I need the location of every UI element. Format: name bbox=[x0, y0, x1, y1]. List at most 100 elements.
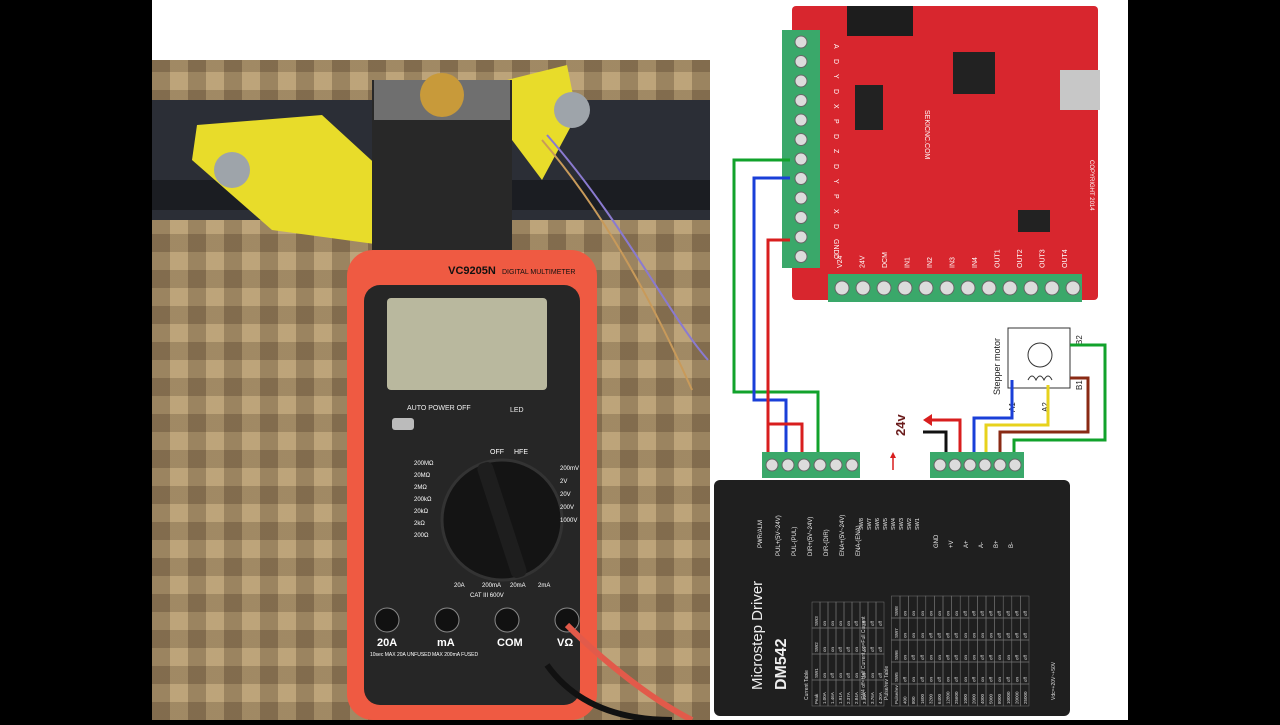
bottom-terminal-label: V24 bbox=[837, 255, 844, 268]
port-note-ma: MAX 200mA FUSED bbox=[432, 652, 479, 658]
dial-knob[interactable] bbox=[476, 460, 528, 579]
wire-green-signal bbox=[732, 158, 820, 452]
current-table-cell: on bbox=[830, 620, 835, 626]
pulse-table-cell: off bbox=[1023, 654, 1028, 660]
wire-b2-green bbox=[1012, 343, 1107, 452]
driver-ic bbox=[855, 85, 883, 130]
pulse-table-cell: 25000 bbox=[1023, 691, 1028, 704]
input-port[interactable] bbox=[434, 607, 460, 633]
pulse-table-cell: 1600 bbox=[920, 693, 925, 704]
terminal-screw bbox=[765, 458, 779, 472]
power-label: A- bbox=[979, 542, 985, 548]
wire-blue-signal bbox=[752, 176, 790, 452]
terminal-screw bbox=[993, 458, 1007, 472]
terminal-screw bbox=[978, 458, 992, 472]
terminal-screw bbox=[794, 35, 808, 49]
switch-label: SW3 bbox=[899, 518, 905, 530]
pulse-table: Pulse/revSW5SW6SW7SW8400offononon800onof… bbox=[891, 595, 1030, 707]
pulse-table-cell: off bbox=[989, 610, 994, 616]
pulse-table-cell: off bbox=[1006, 632, 1011, 638]
signal-label: PUL-(PUL) bbox=[792, 527, 798, 556]
pulse-table-cell: on bbox=[997, 676, 1002, 682]
pulse-table-cell: on bbox=[971, 632, 976, 638]
dcv-range-label: 200V bbox=[560, 505, 574, 511]
current-table-cell: off bbox=[870, 620, 875, 626]
terminal-screw bbox=[855, 280, 871, 296]
wire-red-signal-2 bbox=[768, 422, 804, 452]
ohm-range-label: 20MΩ bbox=[414, 473, 431, 479]
current-table-cell: on bbox=[822, 620, 827, 626]
left-terminal-label: Z bbox=[832, 149, 839, 154]
pulse-table-cell: 5000 bbox=[989, 693, 994, 704]
pulse-table-cell: on bbox=[928, 610, 933, 616]
current-table: PeakSW1SW2SW31.00Aononon1.46Aoffonon1.91… bbox=[811, 601, 885, 707]
pulse-table-cell: off bbox=[1023, 676, 1028, 682]
bottom-terminal-label: DCM bbox=[882, 252, 889, 268]
terminal-screw bbox=[948, 458, 962, 472]
pulse-table-cell: off bbox=[963, 610, 968, 616]
current-table-cell: on bbox=[854, 646, 859, 652]
ohm-range-label: 200kΩ bbox=[414, 497, 432, 503]
pulse-table-cell: 12800 bbox=[946, 691, 951, 704]
pulse-table-cell: on bbox=[937, 654, 942, 660]
pulse-table-cell: 6400 bbox=[937, 693, 942, 704]
red-probe-lead bbox=[564, 622, 694, 720]
terminal-screw bbox=[794, 74, 808, 88]
left-terminal-label: Y bbox=[832, 74, 839, 79]
switch-label: SW6 bbox=[875, 518, 881, 530]
optocoupler-ic bbox=[1018, 210, 1050, 232]
cat-rating: CAT III 600V bbox=[470, 593, 504, 599]
left-terminal-label: D bbox=[832, 254, 839, 259]
pulse-table-cell: off bbox=[1014, 632, 1019, 638]
current-table-title: Current Table bbox=[804, 670, 810, 700]
current-table-cell: on bbox=[838, 620, 843, 626]
pulse-table-cell: SW6 bbox=[894, 650, 899, 660]
motor-label: Stepper motor bbox=[992, 338, 1002, 395]
current-table-cell: on bbox=[870, 672, 875, 678]
current-range-label: 20A bbox=[454, 583, 465, 589]
ohm-range-label: 200MΩ bbox=[414, 461, 434, 467]
pulse-table-cell: on bbox=[963, 632, 968, 638]
terminal-screw bbox=[963, 458, 977, 472]
pulse-table-cell: off bbox=[980, 610, 985, 616]
bottom-terminal-label: OUT2 bbox=[1017, 249, 1024, 268]
current-table-cell: off bbox=[846, 672, 851, 678]
power-label: B+ bbox=[994, 540, 1000, 548]
current-table-cell: off bbox=[830, 672, 835, 678]
vdc-note: Vdc=+20V~+50V bbox=[1051, 661, 1057, 700]
auto-power-off-label: AUTO POWER OFF bbox=[407, 405, 471, 412]
switch-label: SW7 bbox=[867, 518, 873, 530]
multimeter-photo: VC9205N DIGITAL MULTIMETER AUTO POWER OF… bbox=[152, 60, 710, 720]
left-terminal-label: D bbox=[832, 59, 839, 64]
pulse-table-cell: 10000 bbox=[1006, 691, 1011, 704]
power-button[interactable] bbox=[392, 418, 414, 430]
left-terminal-label: D bbox=[832, 164, 839, 169]
table-cell bbox=[875, 601, 885, 629]
terminal-screw bbox=[781, 458, 795, 472]
current-table-cell: on bbox=[854, 672, 859, 678]
current-table-cell: off bbox=[878, 672, 883, 678]
input-port[interactable] bbox=[494, 607, 520, 633]
switch-label: SW4 bbox=[891, 518, 897, 530]
dcv-range-label: 1000V bbox=[560, 518, 577, 524]
signal-terminal-screws bbox=[765, 458, 859, 472]
pulse-table-cell: off bbox=[980, 654, 985, 660]
dcv-range-label: 200mV bbox=[560, 466, 579, 472]
pulse-table-cell: 800 bbox=[911, 696, 916, 704]
ohm-range-label: 2kΩ bbox=[414, 521, 425, 527]
bottom-terminal-label: OUT4 bbox=[1062, 249, 1069, 268]
current-table-cell: SW1 bbox=[814, 668, 819, 678]
input-port[interactable] bbox=[554, 607, 580, 633]
pulse-table-cell: on bbox=[903, 610, 908, 616]
power-label: A+ bbox=[964, 540, 970, 548]
terminal-screw bbox=[1065, 280, 1081, 296]
terminal-screw bbox=[794, 191, 808, 205]
pulse-table-cell: on bbox=[903, 632, 908, 638]
pulse-table-cell: off bbox=[1006, 610, 1011, 616]
ohm-range-label: 20kΩ bbox=[414, 509, 429, 515]
terminal-screw bbox=[1044, 280, 1060, 296]
lcd-display bbox=[387, 298, 547, 390]
input-port[interactable] bbox=[374, 607, 400, 633]
current-table-cell: 2.37A bbox=[846, 692, 851, 704]
